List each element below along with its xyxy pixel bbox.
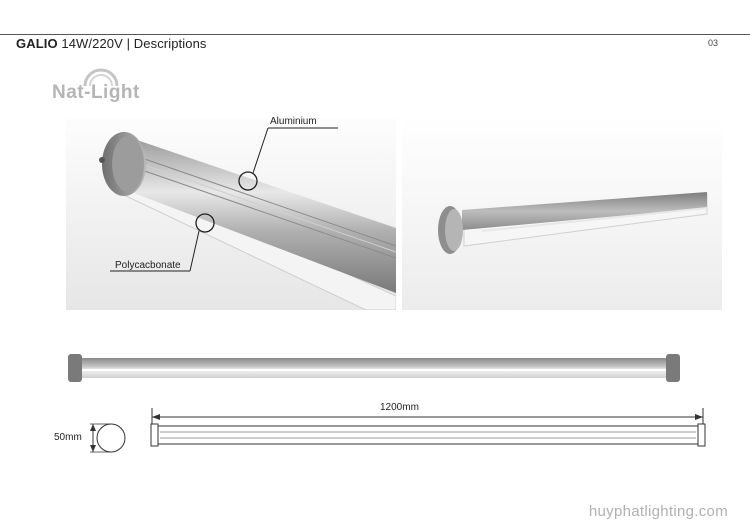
page-number: 03 <box>707 38 718 48</box>
nat-light-logo-icon <box>83 68 119 87</box>
full-length-tube <box>64 350 684 386</box>
polycarbonate-label: Polycacbonate <box>115 260 181 271</box>
website-footer: huyphatlighting.com <box>588 503 728 520</box>
product-spec: 14W/220V | Descriptions <box>57 36 207 51</box>
closeup-photo-left <box>66 118 396 310</box>
product-name: GALIO <box>16 36 58 51</box>
angled-photo-right <box>402 118 722 310</box>
header-divider <box>0 34 750 35</box>
logo-text: Nat-Light <box>52 82 140 103</box>
aluminium-label: Aluminium <box>270 116 317 127</box>
length-dimension-label: 1200mm <box>380 402 419 413</box>
page-title: GALIO 14W/220V | Descriptions <box>16 36 207 51</box>
diameter-dimension-label: 50mm <box>54 432 82 443</box>
